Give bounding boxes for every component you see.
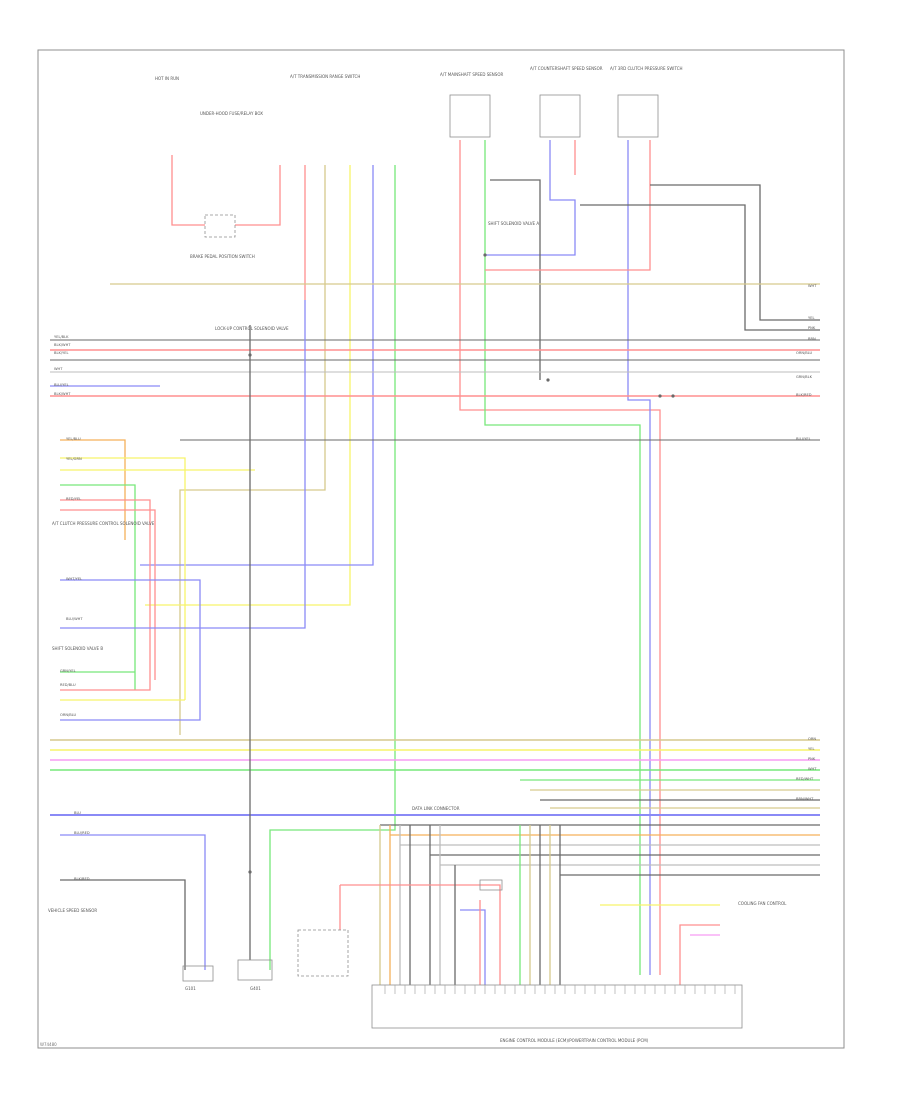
wire-red	[60, 499, 151, 691]
left-wire-label: WHT/YEL	[66, 577, 82, 581]
right-wire-label: PNK	[808, 326, 816, 330]
right-wire-label: RED/WHT	[796, 777, 814, 781]
wire-green	[484, 140, 641, 975]
wire-blue	[60, 300, 306, 629]
wire-green	[60, 484, 136, 690]
left-wire-label: WHT	[54, 367, 63, 371]
left-wire-label: BLK/RED	[74, 877, 90, 881]
wire-layer	[50, 140, 820, 985]
left-wire-label: RED/BLU	[60, 683, 76, 687]
speed-sensor-3-box	[617, 94, 659, 138]
wire-orange	[60, 439, 126, 540]
right-wire-label: BLU/YEL	[796, 437, 811, 441]
label-ecm: ENGINE CONTROL MODULE (ECM)/POWERTRAIN C…	[500, 1038, 649, 1043]
wire-red	[340, 884, 501, 985]
label-speed-sensor-2: A/T COUNTERSHAFT SPEED SENSOR	[530, 66, 603, 71]
ecm-connector-box	[371, 984, 743, 1029]
label-speed-sensor-1: A/T MAINSHAFT SPEED SENSOR	[440, 72, 503, 77]
left-wire-label: RED/YEL	[66, 497, 81, 501]
ground-1-box	[182, 965, 214, 982]
right-wire-label: BRN/WHT	[796, 797, 814, 801]
vss-box	[297, 929, 349, 977]
label-lock-up: LOCK-UP CONTROL SOLENOID VALVE	[215, 326, 289, 331]
splice-point	[658, 394, 662, 398]
right-wire-label: BRN	[808, 337, 816, 341]
label-vss: VEHICLE SPEED SENSOR	[48, 908, 97, 913]
speed-sensor-1-box	[449, 94, 491, 138]
splice-point	[483, 253, 487, 257]
wire-black	[650, 184, 820, 321]
left-wire-label: YEL/BLK	[54, 335, 69, 339]
label-linear-sol: A/T CLUTCH PRESSURE CONTROL SOLENOID VAL…	[52, 521, 155, 526]
wire-red	[60, 509, 156, 680]
wire-black	[490, 179, 541, 380]
left-wire-label: YEL/BLU	[66, 437, 81, 441]
label-dlc: DATA LINK CONNECTOR	[412, 806, 460, 811]
wire-black	[60, 879, 186, 970]
wire-red	[171, 155, 205, 226]
label-brake-switch: BRAKE PEDAL POSITION SWITCH	[190, 254, 255, 259]
left-wire-label: YEL/GRN	[66, 457, 82, 461]
label-sol-valve-a: SHIFT SOLENOID VALVE A	[488, 221, 539, 226]
left-wire-label: BLU/WHT	[66, 617, 83, 621]
wire-red	[485, 140, 651, 271]
splice-point	[546, 378, 550, 382]
wire-yellow	[145, 165, 351, 606]
wire-blue	[485, 140, 576, 256]
label-fuse-block: HOT IN RUN	[155, 76, 179, 81]
splice-point	[671, 394, 675, 398]
right-wire-label: YEL	[808, 316, 814, 320]
ground-2-box	[237, 959, 273, 981]
dlc-box	[479, 879, 503, 891]
bus-label: YEL	[808, 747, 814, 751]
splice-point	[248, 870, 252, 874]
left-wire-label: ORN/BLU	[60, 713, 77, 717]
right-wire-label: WHT	[808, 284, 817, 288]
wire-red	[459, 140, 661, 975]
component-layer	[182, 94, 743, 1029]
speed-sensor-2-box	[539, 94, 581, 138]
bus-label: WHT	[808, 767, 817, 771]
bus-label: ORN	[808, 737, 816, 741]
left-wire-label: BLK/WHT	[54, 392, 71, 396]
wire-olive	[179, 165, 326, 735]
right-wire-label: ORN/BLU	[796, 351, 813, 355]
left-wire-label: BLK/WHT	[54, 343, 71, 347]
wire-red	[235, 165, 281, 226]
wire-black	[580, 204, 820, 331]
wire-green	[269, 165, 396, 970]
diagram-frame	[37, 49, 845, 1049]
wire-yellow	[60, 457, 186, 700]
left-wire-label: BLU	[74, 811, 81, 815]
label-sol-valve-b: SHIFT SOLENOID VALVE B	[52, 646, 103, 651]
label-ground-1: G101	[185, 986, 196, 991]
wire-blue	[60, 834, 206, 970]
wire-red	[679, 924, 720, 985]
label-cooling-fan: COOLING FAN CONTROL	[738, 901, 787, 906]
label-transmission-range: A/T TRANSMISSION RANGE SWITCH	[290, 74, 360, 79]
left-wire-label: BLU/YEL	[54, 383, 69, 387]
left-wire-label: BLU/RED	[74, 831, 90, 835]
figure-code: W74480	[40, 1042, 57, 1047]
left-wire-label: BLK/YEL	[54, 351, 69, 355]
label-fuse-box: UNDER-HOOD FUSE/RELAY BOX	[200, 111, 263, 116]
bus-label: PNK	[808, 757, 816, 761]
right-wire-label: BLK/RED	[796, 393, 812, 397]
wire-blue	[60, 579, 201, 721]
splice-point	[248, 353, 252, 357]
wire-blue	[627, 140, 651, 975]
left-wire-label: GRN/YEL	[60, 669, 76, 673]
label-speed-sensor-3: A/T 3RD CLUTCH PRESSURE SWITCH	[610, 66, 683, 71]
fuse-box-outline	[204, 214, 236, 238]
wire-blue	[460, 909, 486, 985]
wire-blue	[140, 165, 374, 566]
right-wire-label: GRN/BLK	[796, 375, 813, 379]
label-ground-2: G401	[250, 986, 261, 991]
